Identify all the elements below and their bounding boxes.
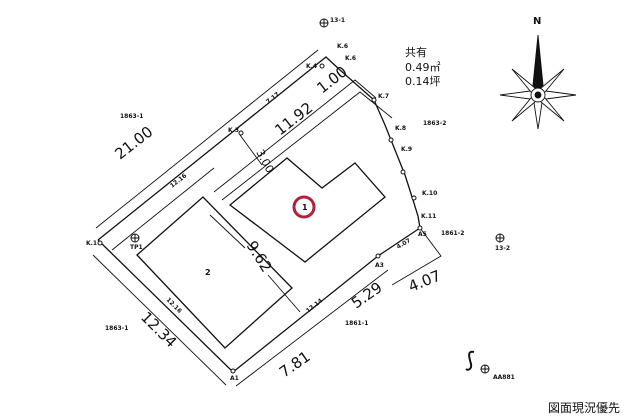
dimension-label: 21.00 (111, 123, 156, 164)
dimension-label: 9.62 (243, 238, 276, 276)
dimension-line-4-07 (391, 227, 442, 286)
inner-boundary (111, 167, 215, 251)
shared-area-title: 共有 (405, 45, 427, 59)
footer-note: 図面現況優先 (547, 401, 620, 415)
building-1-outline (228, 157, 386, 263)
benchmark-label: 13-2 (495, 245, 510, 252)
lot-label: 1861-2 (441, 230, 464, 237)
setback-line (213, 79, 377, 193)
compass-north-label: N (533, 16, 541, 27)
edge-label: 12.16 (165, 296, 183, 314)
dimension-label: 11.92 (271, 99, 316, 140)
building-1-label: 1 (302, 203, 308, 212)
benchmark-label: TP1 (130, 244, 143, 251)
setback-line-inner (221, 91, 393, 201)
setback-tick (239, 134, 263, 166)
point-label: K.10 (422, 190, 437, 197)
lot-label: 1863-1 (120, 113, 143, 120)
lot-label: 1861-1 (345, 320, 368, 327)
dimension-line-9-62b (267, 274, 301, 313)
edge-label: 12.14 (305, 297, 324, 314)
dimension-line-bottom (235, 269, 389, 387)
boundary-markers (97, 63, 423, 374)
point-label: K.8 (395, 125, 406, 132)
dimension-line-top (95, 49, 319, 229)
point-label: K.1 (86, 240, 97, 247)
curve-symbol (465, 350, 475, 371)
edge-label: 7.17 (265, 91, 281, 106)
building-2-outline (136, 196, 293, 349)
point-label: A3 (375, 262, 384, 269)
point-label: K.3 (228, 127, 239, 134)
point-label: K.11 (421, 213, 436, 220)
lot-label: 1863-2 (423, 120, 446, 127)
point-label: K.4 (306, 63, 317, 70)
point-label: K.6 (337, 43, 348, 50)
dimension-label: 7.81 (276, 347, 314, 381)
benchmark-label: AA881 (493, 374, 515, 381)
edge-label: 4.07 (396, 237, 412, 250)
dimension-label: 3.00 (253, 147, 276, 175)
benchmark-label: 13-1 (330, 17, 345, 24)
dimension-label: 4.07 (406, 267, 444, 296)
shared-area-tsubo: 0.14坪 (405, 75, 441, 88)
building-2-label: 2 (205, 268, 211, 277)
lot-label: 1863-1 (105, 325, 128, 332)
point-label: K.6 (345, 55, 356, 62)
dimension-label: 5.29 (348, 278, 386, 312)
dimension-line-left (92, 254, 227, 386)
point-label: A5 (418, 231, 427, 238)
dimension-line-9-62 (209, 214, 246, 249)
highlight-circle (292, 195, 316, 219)
point-label: K.7 (378, 93, 389, 100)
dimension-label: 1.00 (313, 62, 350, 97)
compass-rose-icon (499, 34, 577, 130)
point-label: K.9 (401, 146, 412, 153)
benchmark-icon (130, 18, 505, 374)
shared-area-sqm: 0.49㎡ (405, 61, 441, 74)
point-label: A1 (230, 375, 239, 382)
